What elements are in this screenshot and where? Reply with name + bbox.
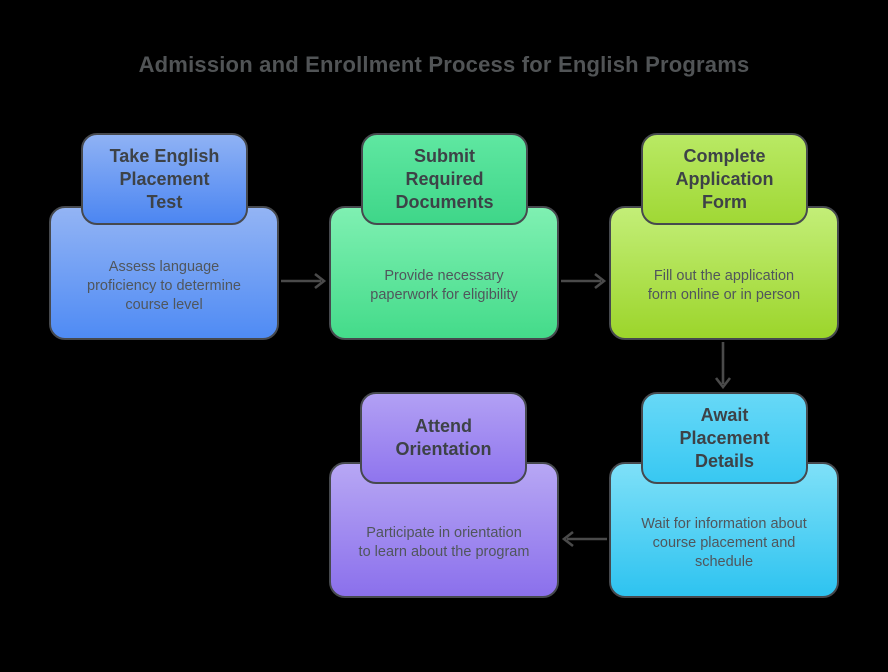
- arrow-step1-to-step2-icon: [281, 272, 327, 290]
- step-node-attend-orientation: Participate in orientation to learn abou…: [329, 462, 559, 598]
- step-header-complete-application-form: Complete Application Form: [641, 133, 808, 225]
- arrow-step2-to-step3-icon: [561, 272, 607, 290]
- step-header-attend-orientation: Attend Orientation: [360, 392, 527, 484]
- step-node-submit-required-documents: Provide necessary paperwork for eligibil…: [329, 206, 559, 340]
- step-description: Assess language proficiency to determine…: [87, 258, 241, 313]
- step-header-take-english-placement-test: Take English Placement Test: [81, 133, 248, 225]
- arrow-step4-to-step5-icon: [561, 530, 607, 548]
- step-title: Submit Required Documents: [395, 145, 494, 212]
- step-title: Take English Placement Test: [109, 145, 220, 212]
- step-title: Attend Orientation: [395, 416, 492, 459]
- step-node-take-english-placement-test: Assess language proficiency to determine…: [49, 206, 279, 340]
- step-header-submit-required-documents: Submit Required Documents: [361, 133, 528, 225]
- step-header-await-placement-details: Await Placement Details: [641, 392, 808, 484]
- step-description: Fill out the application form online or …: [647, 268, 801, 303]
- step-node-await-placement-details: Wait for information about course placem…: [609, 462, 839, 598]
- step-description: Wait for information about course placem…: [641, 515, 807, 570]
- step-description: Provide necessary paperwork for eligibil…: [370, 268, 518, 303]
- step-node-complete-application-form: Fill out the application form online or …: [609, 206, 839, 340]
- arrow-step3-to-step4-icon: [714, 342, 732, 390]
- step-description: Participate in orientation to learn abou…: [358, 525, 530, 560]
- step-title: Await Placement Details: [679, 404, 770, 471]
- diagram-title: Admission and Enrollment Process for Eng…: [138, 52, 750, 77]
- step-title: Complete Application Form: [675, 145, 774, 212]
